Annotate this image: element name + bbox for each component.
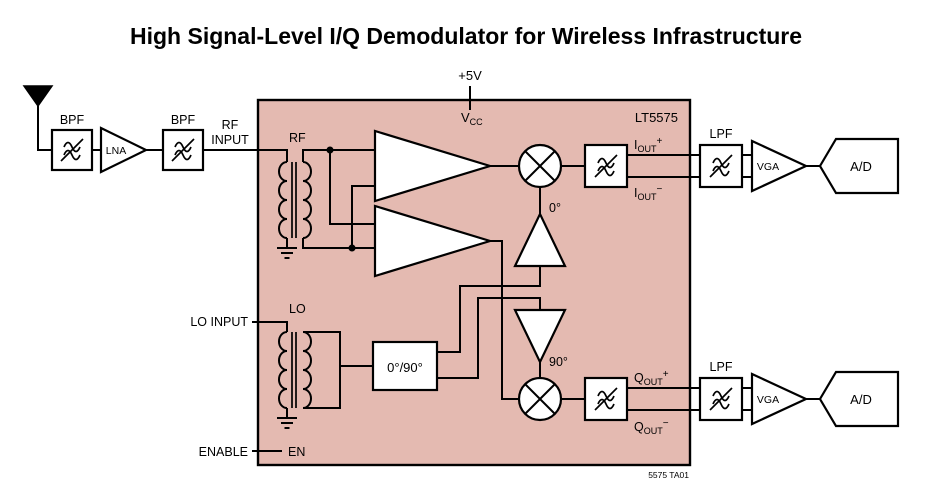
lna-amp-triangle [99, 126, 149, 174]
iout-plus-label: IOUT+ [634, 136, 662, 154]
rf-transformer-primary-coil [278, 161, 288, 239]
vcc-pin-label: VCC [461, 110, 483, 127]
rf-transformer-secondary-coil [302, 161, 312, 239]
lo-transformer-primary-coil [278, 331, 288, 409]
rf-pin-label: RF [289, 131, 306, 145]
antenna-icon [22, 85, 54, 108]
phase-90-buffer-triangle [513, 308, 567, 365]
wire-phase-routing [437, 187, 541, 379]
en-pin-label: EN [288, 445, 305, 459]
wire-i-output-chain [561, 154, 820, 178]
qout-plus-label: QOUT+ [634, 369, 669, 387]
rf-input-label-line1: RF [222, 118, 239, 132]
phase-90-label: 90° [549, 355, 568, 369]
lna-label: LNA [106, 145, 126, 157]
phase-splitter-label: 0°/90° [387, 360, 423, 375]
lo-transformer-core [291, 332, 297, 408]
vga-q-triangle [750, 372, 809, 426]
vga-i-triangle [750, 139, 809, 193]
wire-rf-secondary [302, 149, 375, 249]
vga-i-label: VGA [757, 161, 779, 173]
adc-q-box [818, 370, 900, 428]
bpf2-label: BPF [171, 113, 196, 127]
lo-input-label: LO INPUT [190, 315, 248, 329]
bpf1-label: BPF [60, 113, 85, 127]
phase-splitter-box [371, 340, 439, 392]
iout-minus-label: IOUT− [634, 184, 662, 202]
mixer-i-cross-icon [524, 150, 556, 182]
fig-ref-label: 5575 TA01 [648, 470, 689, 480]
phase-0-buffer-triangle [513, 211, 567, 268]
qout-minus-label: QOUT− [634, 418, 669, 436]
wire-amp-outputs [490, 165, 519, 400]
junction-dot [348, 244, 356, 252]
phase-0-label: 0° [549, 201, 561, 215]
adc-i-box [818, 137, 900, 195]
wire-rf-path [37, 106, 288, 162]
vga-q-label: VGA [757, 394, 779, 406]
wire-lo-path [252, 321, 373, 418]
lpf-i-label: LPF [710, 127, 733, 141]
enable-label: ENABLE [199, 445, 248, 459]
rf-amp2-triangle [373, 204, 494, 278]
junction-dot [326, 146, 334, 154]
chip-name-label: LT5575 [635, 110, 678, 125]
lpf-q-label: LPF [710, 360, 733, 374]
rf-transformer-core [291, 162, 297, 238]
mixer-q-cross-icon [524, 383, 556, 415]
page-title: High Signal-Level I/Q Demodulator for Wi… [130, 23, 802, 49]
lo-pin-label: LO [289, 302, 306, 316]
rf-amp1-triangle [373, 129, 494, 203]
supply-label: +5V [458, 68, 482, 83]
wire-q-output-chain [561, 387, 820, 411]
rf-input-label-line2: INPUT [211, 133, 249, 147]
adc-i-label: A/D [850, 159, 872, 174]
lo-transformer-secondary-coil [302, 331, 312, 409]
adc-q-label: A/D [850, 392, 872, 407]
